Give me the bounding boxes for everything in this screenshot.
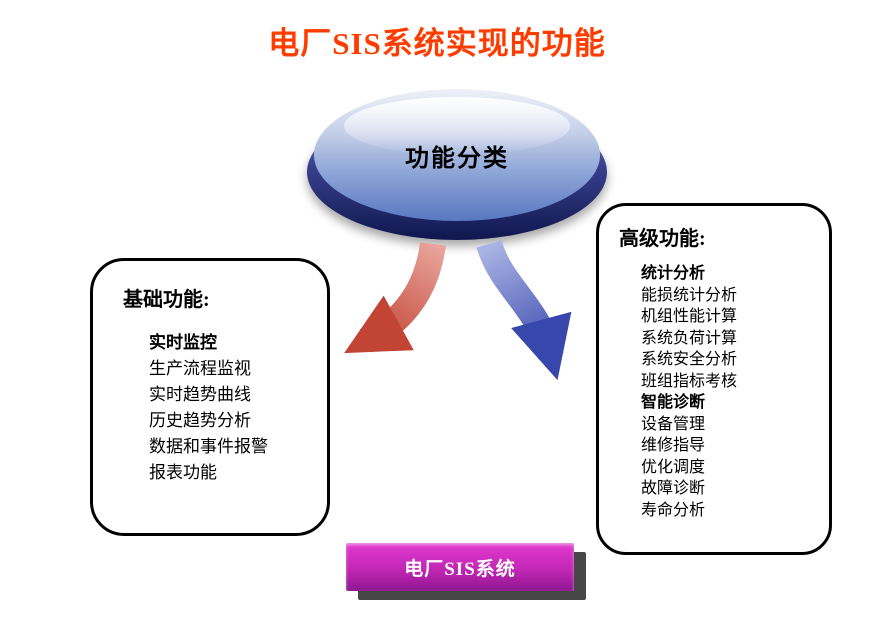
- list-item: 机组性能计算: [641, 308, 738, 325]
- list-item: 报表功能: [149, 463, 217, 482]
- list-item: 实时趋势曲线: [149, 385, 251, 404]
- red-arrow: [344, 242, 446, 354]
- advanced-functions-title: 高级功能:: [619, 228, 706, 250]
- advanced-functions-box: 高级功能: 统计分析 能损统计分析 机组性能计算 系统负荷计算 系统安全分析 班…: [596, 203, 832, 555]
- list-item: 系统负荷计算: [641, 329, 738, 347]
- basic-functions-list: 实时监控 生产流程监视 实时趋势曲线 历史趋势分析 数据和事件报警 报表功能: [93, 330, 327, 486]
- list-item: 维修指导: [641, 437, 706, 454]
- list-item: 班组指标考核: [641, 372, 738, 390]
- list-item: 寿命分析: [641, 501, 706, 519]
- list-item: 故障诊断: [641, 480, 706, 497]
- list-item: 历史趋势分析: [149, 411, 251, 430]
- list-item: 系统安全分析: [641, 351, 738, 368]
- ellipse-highlight: [344, 97, 570, 155]
- blue-arrow: [476, 239, 572, 381]
- advanced-functions-list: 统计分析 能损统计分析 机组性能计算 系统负荷计算 系统安全分析 班组指标考核 …: [599, 263, 829, 521]
- list-item: 设备管理: [641, 415, 706, 433]
- basic-functions-box: 基础功能: 实时监控 生产流程监视 实时趋势曲线 历史趋势分析 数据和事件报警 …: [90, 258, 330, 536]
- basic-functions-title: 基础功能:: [123, 289, 210, 311]
- list-item: 统计分析: [641, 265, 706, 282]
- page-title: 电厂SIS系统实现的功能: [268, 26, 606, 61]
- banner-label: 电厂SIS系统: [404, 558, 516, 580]
- list-item: 智能诊断: [641, 394, 706, 411]
- list-item: 数据和事件报警: [149, 437, 268, 456]
- list-item: 实时监控: [149, 333, 217, 352]
- ellipse-face: 功能分类: [314, 89, 600, 221]
- list-item: 能损统计分析: [641, 286, 738, 304]
- list-item: 生产流程监视: [149, 359, 251, 378]
- hub-label: 功能分类: [405, 144, 509, 172]
- sis-system-banner: 电厂SIS系统: [346, 543, 574, 591]
- list-item: 优化调度: [641, 458, 706, 476]
